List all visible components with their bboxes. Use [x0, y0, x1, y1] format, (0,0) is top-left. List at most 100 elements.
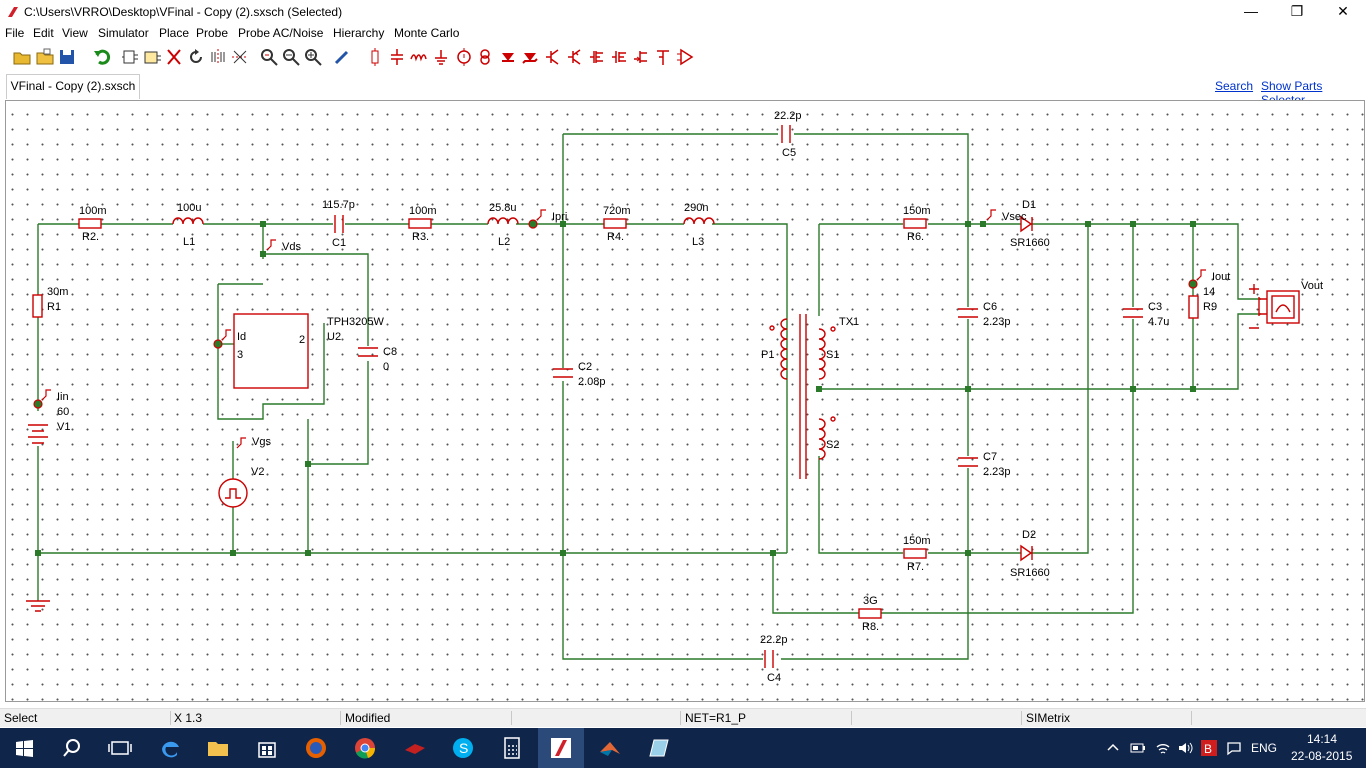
- language-indicator[interactable]: ENG: [1251, 741, 1278, 755]
- label-r6: R6.: [907, 231, 924, 243]
- label-iin: Iin: [57, 391, 69, 403]
- file-explorer-icon[interactable]: [204, 734, 232, 762]
- place-jfet-icon[interactable]: [631, 47, 651, 67]
- zoom-full-icon[interactable]: [259, 47, 279, 67]
- cut-icon[interactable]: [164, 47, 184, 67]
- place-opamp-icon[interactable]: [675, 47, 695, 67]
- menu-hierarchy[interactable]: Hierarchy: [333, 26, 385, 40]
- place-component-icon[interactable]: [120, 47, 140, 67]
- place-inductor-icon[interactable]: [409, 47, 429, 67]
- menu-simulator[interactable]: Simulator: [98, 26, 149, 40]
- label-tx1: TX1: [839, 316, 859, 328]
- maximize-button[interactable]: ❐: [1290, 3, 1304, 19]
- taskbar-active-app[interactable]: [538, 728, 584, 768]
- simetrix-app-icon: [8, 7, 18, 17]
- label-c2-value: 2.08p: [578, 376, 606, 388]
- edge-browser-icon[interactable]: [156, 734, 184, 762]
- minimize-button[interactable]: —: [1244, 3, 1258, 19]
- clock-time[interactable]: 14:14: [1307, 732, 1338, 746]
- label-pin2: 2: [299, 334, 305, 346]
- windows-start-icon[interactable]: [10, 734, 38, 762]
- zoom-out-icon[interactable]: [281, 47, 301, 67]
- place-voltage-source-icon[interactable]: [454, 47, 474, 67]
- place-resistor-icon[interactable]: [365, 47, 385, 67]
- mirror-icon[interactable]: [208, 47, 228, 67]
- save-icon[interactable]: [57, 47, 77, 67]
- place-terminal-icon[interactable]: [653, 47, 673, 67]
- close-button[interactable]: ✕: [1337, 3, 1349, 19]
- label-d1-part: SR1660: [1010, 237, 1050, 249]
- inductor-l2: [487, 217, 519, 225]
- title-bar: C:\Users\VRRO\Desktop\VFinal - Copy (2).…: [0, 0, 1366, 24]
- calculator-icon[interactable]: [498, 734, 526, 762]
- clock-date[interactable]: 22-08-2015: [1291, 749, 1353, 763]
- menu-probe-ac-noise[interactable]: Probe AC/Noise: [238, 26, 324, 40]
- menu-monte-carlo[interactable]: Monte Carlo: [394, 26, 460, 40]
- place-ground-icon[interactable]: [431, 47, 451, 67]
- rotate-icon[interactable]: [186, 47, 206, 67]
- hierarchy-block-icon[interactable]: [142, 47, 162, 67]
- resistor-r8: [858, 608, 882, 619]
- open-folder-icon[interactable]: [12, 47, 32, 67]
- battery-icon[interactable]: [1130, 741, 1146, 755]
- menu-view[interactable]: View: [62, 26, 88, 40]
- place-npn-icon[interactable]: [543, 47, 563, 67]
- label-u2: U2: [327, 331, 341, 343]
- matlab-icon[interactable]: [596, 734, 624, 762]
- label-c5: C5: [782, 147, 796, 159]
- search-link[interactable]: Search: [1215, 79, 1254, 93]
- schematic-canvas[interactable]: 100m R2. 100u L1 115.7p C1 100m R3. 25.8…: [5, 100, 1365, 702]
- label-c3: C3: [1148, 301, 1162, 313]
- app-red-icon[interactable]: [401, 734, 429, 762]
- search-icon[interactable]: [58, 734, 86, 762]
- label-r4-value: 720m: [603, 205, 631, 217]
- chrome-icon[interactable]: [351, 734, 379, 762]
- label-id: Id: [237, 331, 246, 343]
- menu-edit[interactable]: Edit: [33, 26, 54, 40]
- window-title: C:\Users\VRRO\Desktop\VFinal - Copy (2).…: [24, 5, 343, 19]
- task-view-icon[interactable]: [106, 734, 134, 762]
- undo-icon[interactable]: [92, 47, 112, 67]
- probe-ipri: [528, 219, 538, 229]
- status-modified: Modified: [345, 711, 391, 725]
- show-hidden-icons-icon[interactable]: [1106, 741, 1120, 755]
- tab-schematic[interactable]: VFinal - Copy (2).sxsch: [6, 74, 140, 99]
- place-current-source-icon[interactable]: [475, 47, 495, 67]
- zoom-in-icon[interactable]: [303, 47, 323, 67]
- skype-icon[interactable]: S: [449, 734, 477, 762]
- draw-wire-icon[interactable]: [332, 47, 352, 67]
- firefox-icon[interactable]: [302, 734, 330, 762]
- ground-symbol: [26, 600, 50, 612]
- volume-icon[interactable]: [1177, 740, 1193, 756]
- pulse-source-v2: [218, 478, 248, 508]
- capacitor-c8: [358, 347, 378, 357]
- junction-dots: [35, 221, 1196, 556]
- place-nmos-icon[interactable]: [587, 47, 607, 67]
- notes-app-icon[interactable]: [646, 734, 674, 762]
- place-diode-icon[interactable]: [498, 47, 518, 67]
- label-l1-value: 100u: [177, 202, 201, 214]
- place-capacitor-icon[interactable]: [387, 47, 407, 67]
- transformer-secondary-s2: [818, 418, 826, 460]
- status-app: SIMetrix: [1026, 711, 1071, 725]
- capacitor-c3: [1123, 308, 1143, 318]
- menu-place[interactable]: Place: [159, 26, 190, 40]
- place-zener-icon[interactable]: [520, 47, 540, 67]
- wifi-icon[interactable]: [1155, 740, 1171, 756]
- label-vsec: Vsec: [1002, 211, 1027, 223]
- menu-file[interactable]: File: [5, 26, 25, 40]
- action-center-icon[interactable]: [1226, 740, 1242, 756]
- diode-d2: [1020, 544, 1033, 562]
- components: [26, 125, 1300, 668]
- label-c6: C6: [983, 301, 997, 313]
- place-pnp-icon[interactable]: [565, 47, 585, 67]
- open-file-icon[interactable]: [35, 47, 55, 67]
- flip-icon[interactable]: [230, 47, 250, 67]
- store-icon[interactable]: [253, 734, 281, 762]
- place-pmos-icon[interactable]: [609, 47, 629, 67]
- label-r9-value: 14: [1203, 286, 1215, 298]
- label-v2: V2: [251, 466, 264, 478]
- menu-probe[interactable]: Probe: [196, 26, 229, 40]
- antivirus-tray-icon[interactable]: B: [1200, 739, 1218, 757]
- label-c3-value: 4.7u: [1148, 316, 1169, 328]
